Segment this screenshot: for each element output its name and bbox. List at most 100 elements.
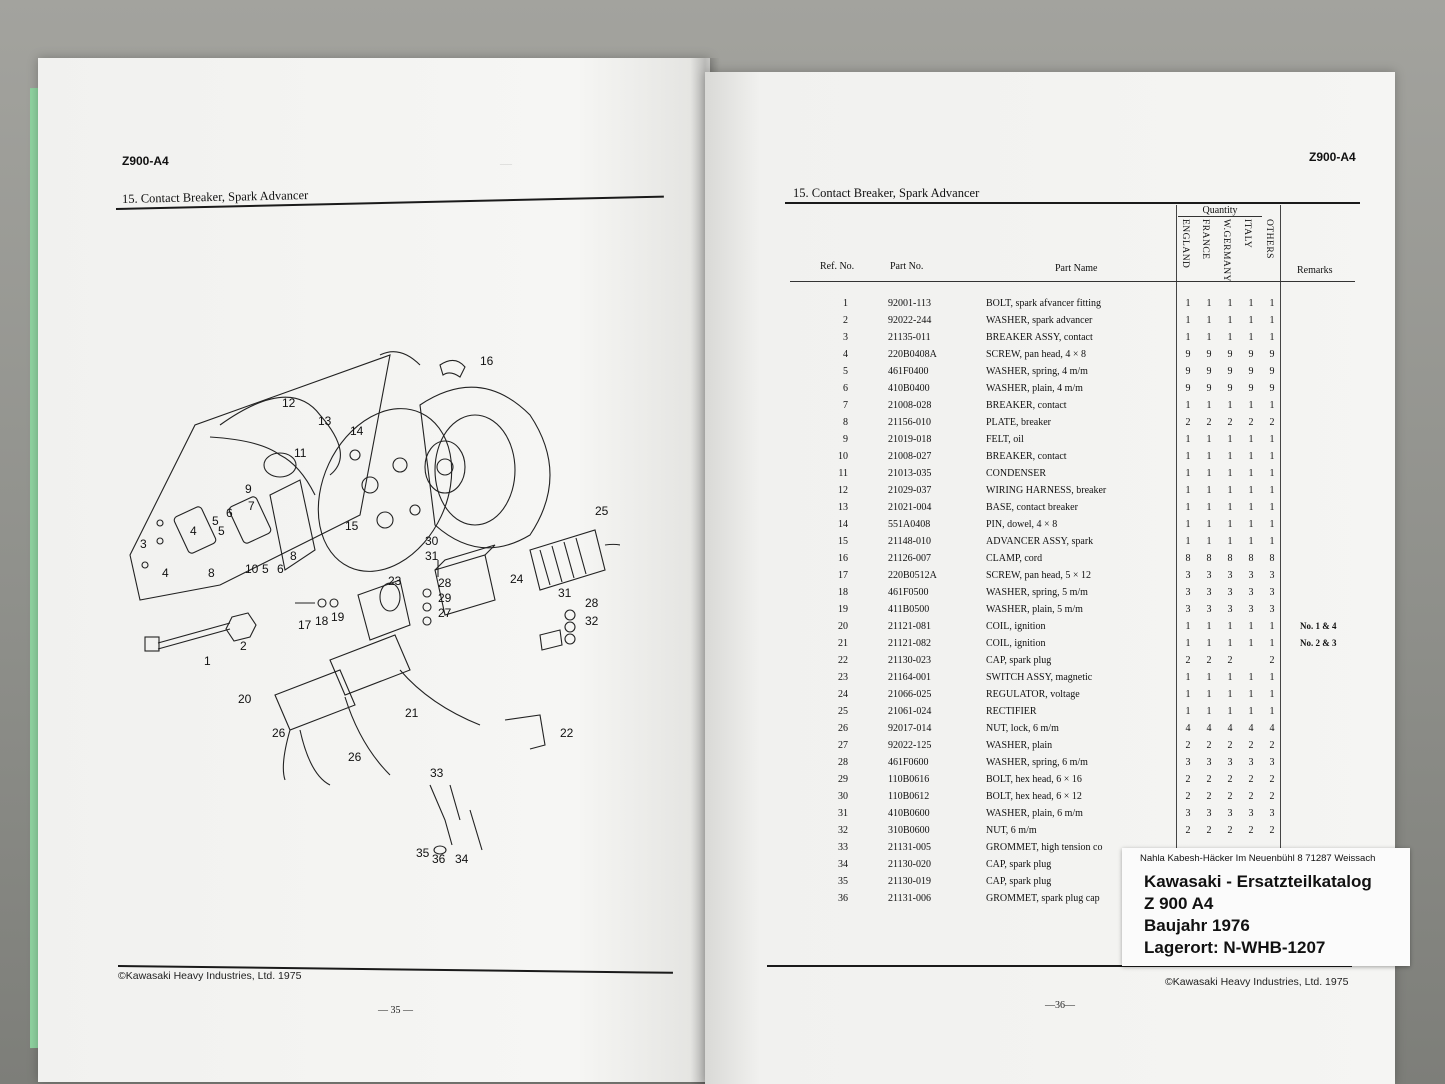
row-qty: 1 (1185, 434, 1191, 445)
row-qty: 1 (1227, 502, 1233, 513)
row-ref-no: 4 (843, 349, 848, 360)
row-part-no: 21130-019 (888, 876, 931, 887)
row-qty: 1 (1269, 485, 1275, 496)
row-qty: 2 (1227, 825, 1233, 836)
row-part-no: 21121-082 (888, 638, 931, 649)
row-qty: 9 (1269, 349, 1275, 360)
row-qty: 1 (1185, 332, 1191, 343)
row-qty: 1 (1185, 638, 1191, 649)
row-part-no: 21130-023 (888, 655, 931, 666)
row-qty: 1 (1227, 638, 1233, 649)
row-qty: 1 (1185, 536, 1191, 547)
row-qty: 3 (1269, 570, 1275, 581)
row-part-name: CAP, spark plug (986, 655, 1052, 666)
svg-text:1: 1 (204, 654, 211, 668)
row-qty: 3 (1185, 808, 1191, 819)
row-part-name: BOLT, spark afvancer fitting (986, 298, 1101, 309)
row-qty: 2 (1185, 740, 1191, 751)
header-remarks: Remarks (1297, 265, 1333, 276)
svg-text:9: 9 (245, 482, 252, 496)
row-qty: 2 (1227, 740, 1233, 751)
svg-text:5: 5 (262, 562, 269, 576)
row-qty: 1 (1206, 621, 1212, 632)
svg-text:28: 28 (585, 596, 599, 610)
row-remarks: No. 1 & 4 (1300, 621, 1337, 631)
row-qty: 2 (1206, 417, 1212, 428)
svg-text:20: 20 (238, 692, 252, 706)
row-ref-no: 13 (838, 502, 848, 513)
row-part-name: BREAKER, contact (986, 400, 1067, 411)
row-qty: 9 (1206, 366, 1212, 377)
row-part-no: 21121-081 (888, 621, 931, 632)
row-qty: 1 (1269, 672, 1275, 683)
svg-text:13: 13 (318, 414, 332, 428)
row-qty: 1 (1269, 621, 1275, 632)
row-qty: 4 (1227, 723, 1233, 734)
right-footer-copyright: ©Kawasaki Heavy Industries, Ltd. 1975 (1165, 976, 1349, 988)
row-part-no: 21029-037 (888, 485, 932, 496)
row-part-no: 461F0400 (888, 366, 929, 377)
row-qty: 2 (1269, 417, 1275, 428)
row-part-no: 21164-001 (888, 672, 931, 683)
row-qty: 1 (1206, 536, 1212, 547)
svg-text:27: 27 (438, 606, 452, 620)
bleed-through-text: — (500, 156, 512, 170)
row-part-no: 21061-024 (888, 706, 932, 717)
svg-text:35: 35 (416, 846, 430, 860)
row-ref-no: 18 (838, 587, 848, 598)
row-qty: 9 (1227, 383, 1233, 394)
row-qty: 1 (1227, 434, 1233, 445)
row-qty: 3 (1185, 570, 1191, 581)
row-ref-no: 10 (838, 451, 848, 462)
row-qty: 3 (1269, 757, 1275, 768)
svg-text:7: 7 (248, 499, 255, 513)
svg-text:25: 25 (595, 504, 609, 518)
row-part-name: WASHER, spark advancer (986, 315, 1093, 326)
svg-text:10: 10 (245, 562, 259, 576)
row-part-no: 92017-014 (888, 723, 932, 734)
row-qty: 1 (1185, 519, 1191, 530)
row-qty: 1 (1248, 468, 1254, 479)
parts-table-header: Ref. No. Part No. Part Name Quantity ENG… (790, 205, 1355, 285)
row-qty: 1 (1248, 451, 1254, 462)
row-qty: 2 (1269, 774, 1275, 785)
row-qty: 2 (1185, 655, 1191, 666)
row-ref-no: 12 (838, 485, 848, 496)
row-qty: 2 (1248, 774, 1254, 785)
svg-text:17: 17 (298, 618, 312, 632)
right-header-rule (785, 202, 1360, 204)
svg-text:4: 4 (190, 524, 197, 538)
row-qty: 3 (1248, 808, 1254, 819)
row-ref-no: 19 (838, 604, 848, 615)
svg-text:3: 3 (140, 537, 147, 551)
row-qty: 3 (1206, 808, 1212, 819)
row-qty: 1 (1206, 706, 1212, 717)
row-ref-no: 26 (838, 723, 848, 734)
row-part-name: CONDENSER (986, 468, 1047, 479)
svg-text:5: 5 (218, 524, 225, 538)
row-qty: 2 (1248, 825, 1254, 836)
left-footer-copyright: ©Kawasaki Heavy Industries, Ltd. 1975 (118, 970, 302, 982)
row-qty: 9 (1269, 366, 1275, 377)
row-part-no: 92001-113 (888, 298, 931, 309)
row-part-no: 461F0600 (888, 757, 929, 768)
svg-text:33: 33 (430, 766, 444, 780)
row-ref-no: 1 (843, 298, 848, 309)
row-qty: 1 (1206, 468, 1212, 479)
row-qty: 8 (1227, 553, 1233, 564)
row-qty: 2 (1206, 791, 1212, 802)
row-qty: 1 (1269, 451, 1275, 462)
parts-table: Ref. No. Part No. Part Name Quantity ENG… (790, 205, 1355, 907)
row-qty: 2 (1269, 825, 1275, 836)
svg-text:15: 15 (345, 519, 359, 533)
row-qty: 1 (1185, 689, 1191, 700)
